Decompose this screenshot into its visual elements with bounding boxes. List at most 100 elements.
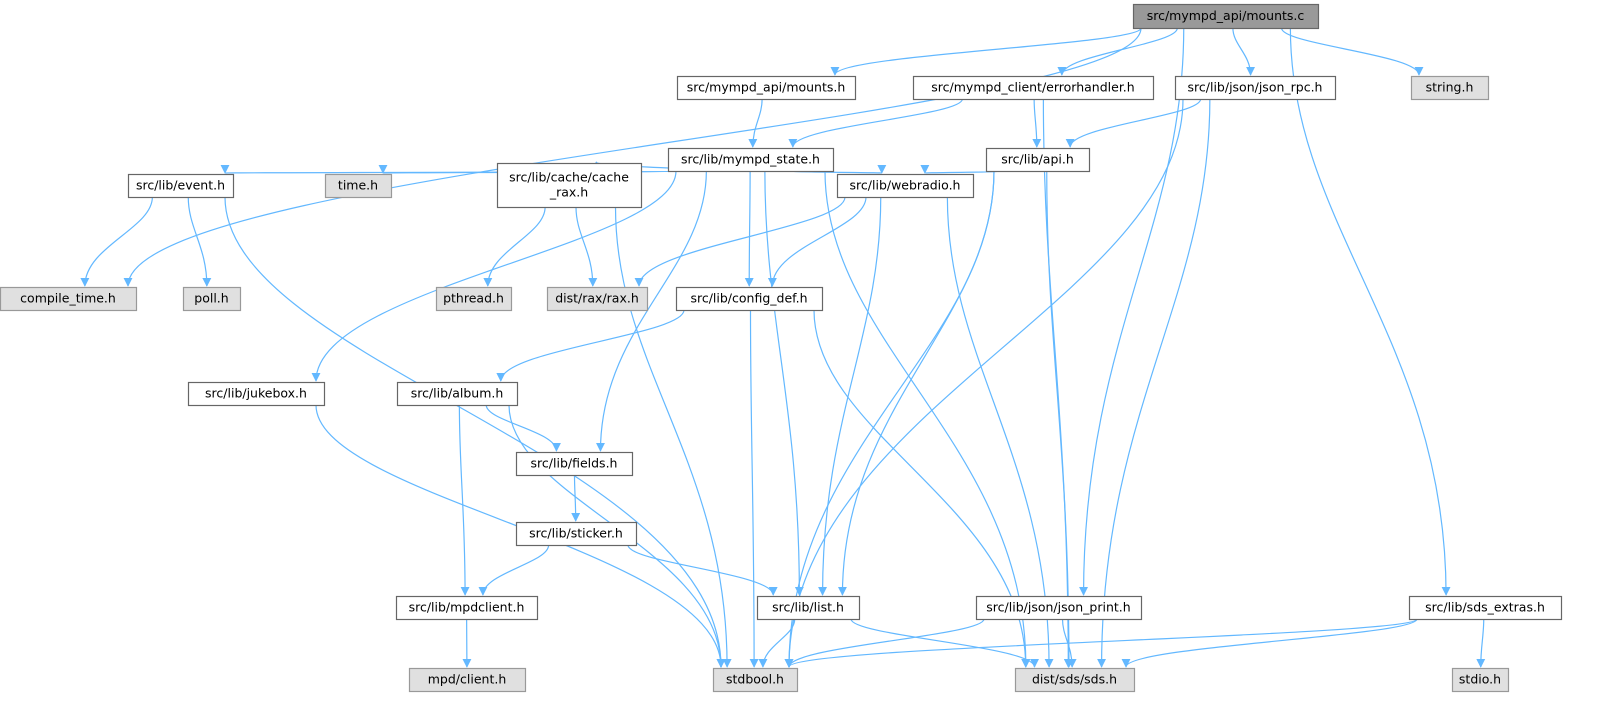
node-label: time.h: [338, 178, 378, 193]
node-box: [985, 147, 1091, 173]
node-box: [1408, 595, 1563, 621]
node-box: [1451, 667, 1510, 693]
edge-fields-to-sticker: [571, 474, 581, 522]
edge-mounts_c-to-string: [1280, 27, 1424, 76]
node-webradio[interactable]: src/lib/webradio.h: [836, 173, 975, 199]
node-errorhandler[interactable]: src/mympd_client/errorhandler.h: [912, 75, 1155, 101]
node-box: [496, 162, 643, 209]
node-label: src/lib/cache/cache: [509, 170, 629, 185]
edge-mounts_c-to-sds_extras: [1289, 27, 1451, 596]
node-label: _rax.h: [549, 185, 588, 200]
edge-json_rpc-to-api: [1065, 98, 1202, 148]
node-api[interactable]: src/lib/api.h: [985, 147, 1091, 173]
node-list[interactable]: src/lib/list.h: [756, 595, 861, 621]
node-box: [912, 75, 1155, 101]
node-label: compile_time.h: [20, 291, 116, 306]
node-box: [435, 286, 513, 312]
node-string: string.h: [1410, 75, 1490, 101]
node-label: src/lib/json/json_rpc.h: [1188, 80, 1323, 95]
edge-cache_rax-to-pthread: [483, 206, 546, 287]
node-box: [182, 286, 242, 312]
node-label: src/lib/mympd_state.h: [681, 152, 820, 167]
node-mounts_c[interactable]: src/mympd_api/mounts.c: [1132, 3, 1320, 30]
edge-errorhandler-to-api: [1032, 98, 1042, 148]
node-label: src/lib/sds_extras.h: [1425, 600, 1545, 615]
node-cache_rax[interactable]: src/lib/cache/cache_rax.h: [496, 162, 643, 209]
node-label: src/lib/event.h: [136, 178, 225, 193]
node-event[interactable]: src/lib/event.h: [127, 173, 235, 199]
edge-mounts_c-to-compile_time: [123, 27, 1142, 287]
node-compile_time: compile_time.h: [0, 286, 138, 312]
node-jukebox[interactable]: src/lib/jukebox.h: [187, 381, 326, 407]
node-label: string.h: [1426, 80, 1474, 95]
edge-event-to-poll: [187, 196, 212, 287]
node-sticker[interactable]: src/lib/sticker.h: [515, 521, 638, 547]
node-stdio: stdio.h: [1451, 667, 1510, 693]
edge-cache_rax-to-stdbool: [614, 206, 732, 668]
node-mympd_state[interactable]: src/lib/mympd_state.h: [667, 147, 835, 173]
node-label: src/mympd_api/mounts.c: [1147, 8, 1305, 23]
edge-json_rpc-to-stdbool: [784, 98, 1184, 668]
node-label: src/lib/jukebox.h: [205, 386, 307, 401]
node-box: [127, 173, 235, 199]
node-json_rpc[interactable]: src/lib/json/json_rpc.h: [1174, 75, 1337, 101]
node-box: [1132, 3, 1320, 30]
edge-sds_extras-to-sds: [1121, 618, 1418, 668]
node-box: [975, 595, 1143, 621]
node-box: [1410, 75, 1490, 101]
node-box: [675, 286, 824, 312]
node-box: [1014, 667, 1136, 693]
node-box: [0, 286, 138, 312]
edge-mounts_c-to-json_print: [1079, 27, 1185, 596]
node-box: [836, 173, 975, 199]
edge-mounts_h-to-mympd_state: [748, 98, 763, 148]
node-rax: dist/rax/rax.h: [546, 286, 649, 312]
edge-json_rpc-to-sds: [1097, 98, 1211, 668]
node-sds_extras[interactable]: src/lib/sds_extras.h: [1408, 595, 1563, 621]
node-box: [1174, 75, 1337, 101]
node-json_print[interactable]: src/lib/json/json_print.h: [975, 595, 1143, 621]
node-label: dist/sds/sds.h: [1032, 672, 1117, 687]
node-mpd_client: mpd/client.h: [408, 667, 527, 693]
node-mpdclient[interactable]: src/lib/mpdclient.h: [395, 595, 539, 621]
node-box: [395, 595, 539, 621]
node-box: [187, 381, 326, 407]
node-box: [756, 595, 861, 621]
edge-sticker-to-mpdclient: [478, 544, 550, 596]
node-label: src/lib/list.h: [772, 600, 844, 615]
node-label: src/mympd_client/errorhandler.h: [931, 80, 1134, 95]
edge-errorhandler-to-mympd_state: [788, 98, 963, 148]
edge-mympd_state-to-fields: [595, 170, 707, 452]
edge-mympd_state-to-list: [764, 170, 804, 596]
edge-api-to-sds: [1046, 170, 1074, 668]
node-label: src/lib/webradio.h: [850, 178, 961, 193]
edge-json_print-to-sds: [1061, 618, 1077, 668]
node-mounts_h[interactable]: src/mympd_api/mounts.h: [676, 75, 857, 101]
node-config_def[interactable]: src/lib/config_def.h: [675, 286, 824, 312]
node-sds: dist/sds/sds.h: [1014, 667, 1136, 693]
node-fields[interactable]: src/lib/fields.h: [515, 451, 634, 477]
node-pthread: pthread.h: [435, 286, 513, 312]
edge-config_def-to-stdbool: [749, 309, 759, 668]
edge-webradio-to-sds: [946, 196, 1054, 668]
node-label: src/lib/config_def.h: [690, 291, 807, 306]
edge-sds_extras-to-stdbool: [784, 618, 1418, 668]
edge-mounts_c-to-errorhandler: [1057, 27, 1178, 76]
edge-mympd_state-to-sds: [824, 170, 1031, 668]
node-label: src/lib/sticker.h: [529, 526, 623, 541]
edges-layer: [80, 27, 1486, 668]
edge-event-to-stdbool: [224, 196, 726, 668]
edge-webradio-to-list: [818, 196, 882, 596]
edge-sticker-to-list: [627, 544, 778, 596]
node-box: [396, 381, 519, 407]
node-label: src/lib/api.h: [1001, 152, 1074, 167]
edge-json_print-to-stdbool: [784, 618, 985, 668]
edge-event-to-compile_time: [80, 196, 153, 287]
edge-api-to-stdbool: [784, 170, 995, 668]
node-box: [667, 147, 835, 173]
node-album[interactable]: src/lib/album.h: [396, 381, 519, 407]
node-label: stdbool.h: [726, 672, 784, 687]
node-label: stdio.h: [1459, 672, 1501, 687]
node-label: src/lib/json/json_print.h: [986, 600, 1130, 615]
